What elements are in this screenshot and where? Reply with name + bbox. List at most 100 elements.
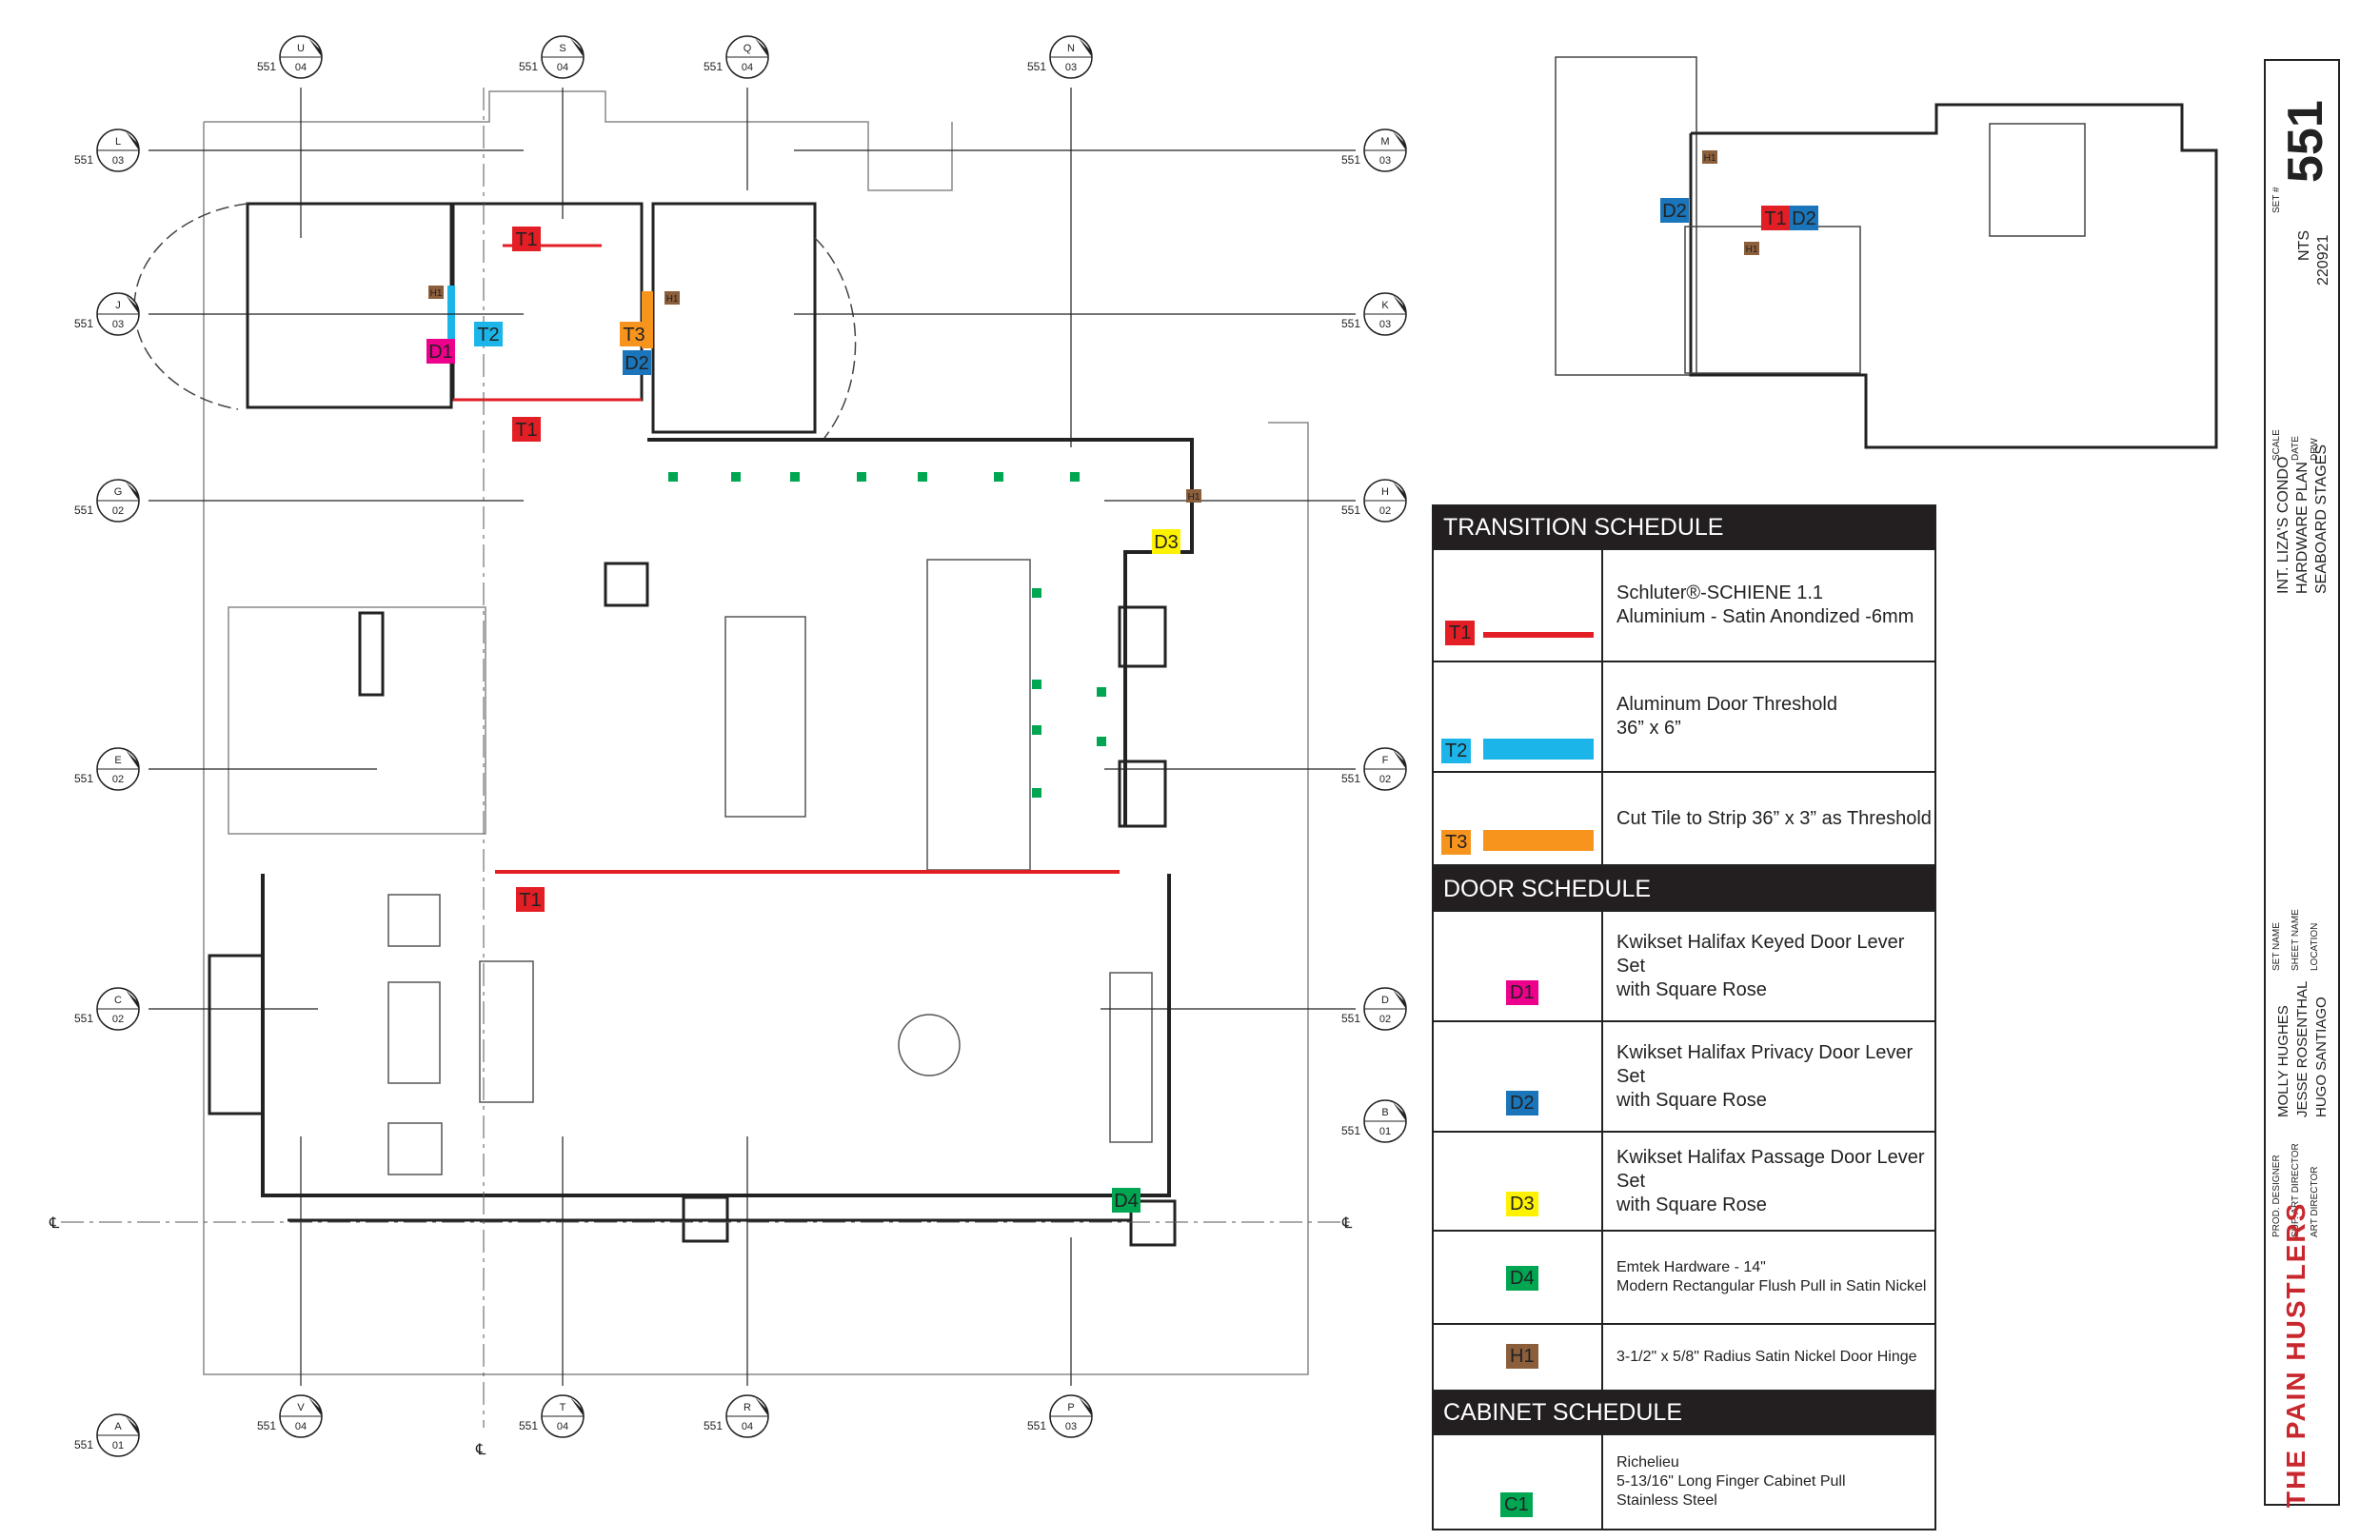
inset-bed: [1989, 123, 2086, 237]
plan-tag: D2: [1790, 206, 1818, 230]
pull-marker: [857, 472, 866, 482]
marker-number: 551: [1341, 772, 1360, 785]
marker-letter: H: [1381, 486, 1389, 498]
sheet-name: HARDWARE PLAN: [2294, 462, 2311, 594]
inset-frame: [1555, 56, 1697, 376]
marker-sheet: 03: [1379, 155, 1391, 167]
scale: NTS: [2296, 230, 2312, 261]
plan-tag-bg: [426, 339, 455, 364]
plan-tag: H1: [428, 286, 444, 299]
door-code: D3: [1506, 1192, 1538, 1216]
marker-sheet: 02: [1379, 1014, 1391, 1025]
marker-letter: D: [1381, 995, 1389, 1006]
transition-schedule: TRANSITION SCHEDULE T1 Schluter®-SCHIENE…: [1432, 504, 1936, 866]
cabinet-row: C1 Richelieu 5-13/16" Long Finger Cabine…: [1434, 1433, 1934, 1529]
plan-tag-code: D4: [1114, 1191, 1139, 1212]
door-row: H1 3-1/2" x 5/8" Radius Satin Nickel Doo…: [1434, 1323, 1934, 1390]
sideboard: [1109, 972, 1153, 1143]
door-line1: Kwikset Halifax Privacy Door Lever Set: [1616, 1041, 1914, 1087]
marker-number: 551: [1341, 317, 1360, 330]
door-line2: with Square Rose: [1616, 1194, 1767, 1215]
door-desc: 3-1/2" x 5/8" Radius Satin Nickel Door H…: [1603, 1325, 1934, 1390]
door-row: D3 Kwikset Halifax Passage Door Lever Se…: [1434, 1131, 1934, 1230]
marker-number: 551: [519, 60, 538, 73]
plan-tag-code: H1: [1704, 153, 1716, 164]
marker-number: 551: [704, 1419, 723, 1432]
pantry-cab-1: [1118, 605, 1167, 668]
location: SEABOARD STAGES: [2313, 444, 2330, 594]
sofa: [479, 960, 534, 1103]
door-schedule: DOOR SCHEDULE D1 Kwikset Halifax Keyed D…: [1432, 866, 1936, 1392]
prod-designer: MOLLY HUGHES: [2275, 1005, 2291, 1117]
transition-row: T1 Schluter®-SCHIENE 1.1 Aluminium - Sat…: [1434, 548, 1934, 661]
marker-letter: L: [115, 136, 121, 148]
marker-letter: C: [114, 995, 122, 1006]
plan-tag-bg: [620, 322, 648, 346]
marker-number: 551: [1341, 1012, 1360, 1025]
door-line1: Kwikset Halifax Keyed Door Lever Set: [1616, 931, 1905, 977]
plan-tag-bg: [512, 227, 541, 251]
door-thumb: D2: [1434, 1022, 1603, 1131]
plan-tag: D2: [1660, 198, 1689, 223]
pull-marker: [1070, 472, 1080, 482]
plan-tag-code: T1: [515, 420, 537, 441]
marker-sheet: 03: [1065, 1421, 1077, 1432]
cabinet-thumb: C1: [1434, 1435, 1603, 1529]
plan-tag: H1: [1702, 150, 1717, 164]
marker-letter: A: [114, 1421, 122, 1432]
marker-number: 551: [74, 153, 93, 167]
plan-tag-bg: [428, 286, 444, 299]
marker-letter: S: [559, 43, 565, 54]
marker-sheet: 02: [112, 1014, 124, 1025]
plan-tag-code: T3: [623, 325, 645, 346]
marker-letter: T: [560, 1402, 566, 1413]
marker-letter: P: [1067, 1402, 1074, 1413]
marker-number: 551: [1027, 60, 1046, 73]
plan-tag-code: H1: [430, 288, 443, 299]
door-row: D2 Kwikset Halifax Privacy Door Lever Se…: [1434, 1020, 1934, 1131]
pull-marker: [1032, 588, 1041, 598]
plan-tag-code: H1: [1746, 245, 1758, 255]
transition-code: T3: [1441, 830, 1472, 855]
door-line2: Modern Rectangular Flush Pull in Satin N…: [1616, 1278, 1927, 1294]
transition-swatch: [1483, 632, 1594, 638]
plan-tag: H1: [1744, 242, 1759, 255]
door-desc: Kwikset Halifax Passage Door Lever Set w…: [1603, 1133, 1934, 1230]
transition-swatch: [1483, 739, 1594, 760]
transition-thumb: T3: [1434, 773, 1603, 864]
pull-marker: [1097, 737, 1106, 746]
set-name: INT. LIZA'S CONDO: [2275, 456, 2291, 594]
plan-tag: T1: [512, 227, 541, 251]
plan-tag-code: D2: [1662, 201, 1687, 222]
plan-tag-bg: [1112, 1188, 1140, 1213]
marker-letter: J: [115, 300, 121, 311]
door-thumb: H1: [1434, 1325, 1603, 1390]
sofa-armchair-1: [387, 894, 441, 947]
transition-code: T2: [1441, 739, 1472, 763]
marker-number: 551: [519, 1419, 538, 1432]
transition-line1: Schluter®-SCHIENE 1.1: [1616, 582, 1824, 603]
plan-tag-bg: [1744, 242, 1759, 255]
cabinet-schedule: CABINET SCHEDULE C1 Richelieu 5-13/16" L…: [1432, 1390, 1936, 1530]
marker-sheet: 04: [557, 62, 568, 73]
door-desc: Kwikset Halifax Keyed Door Lever Set wit…: [1603, 912, 1934, 1020]
section-marker: D 02 551: [1341, 987, 1407, 1031]
marker-sheet: 04: [295, 1421, 307, 1432]
pantry-cab-2: [1118, 760, 1167, 828]
marker-letter: E: [114, 755, 121, 766]
marker-sheet: 02: [112, 505, 124, 517]
plan-tag-bg: [474, 322, 503, 346]
cabinet-code: C1: [1500, 1492, 1533, 1517]
plan-tag-code: H1: [1188, 492, 1200, 503]
door-code: H1: [1506, 1344, 1538, 1369]
transition-schedule-title: TRANSITION SCHEDULE: [1434, 506, 1934, 548]
plan-tag-bg: [1660, 198, 1689, 223]
marker-letter: R: [744, 1402, 751, 1413]
plan-tag: T1: [516, 887, 545, 912]
centerline-symbol-left: ℄: [49, 1215, 60, 1232]
